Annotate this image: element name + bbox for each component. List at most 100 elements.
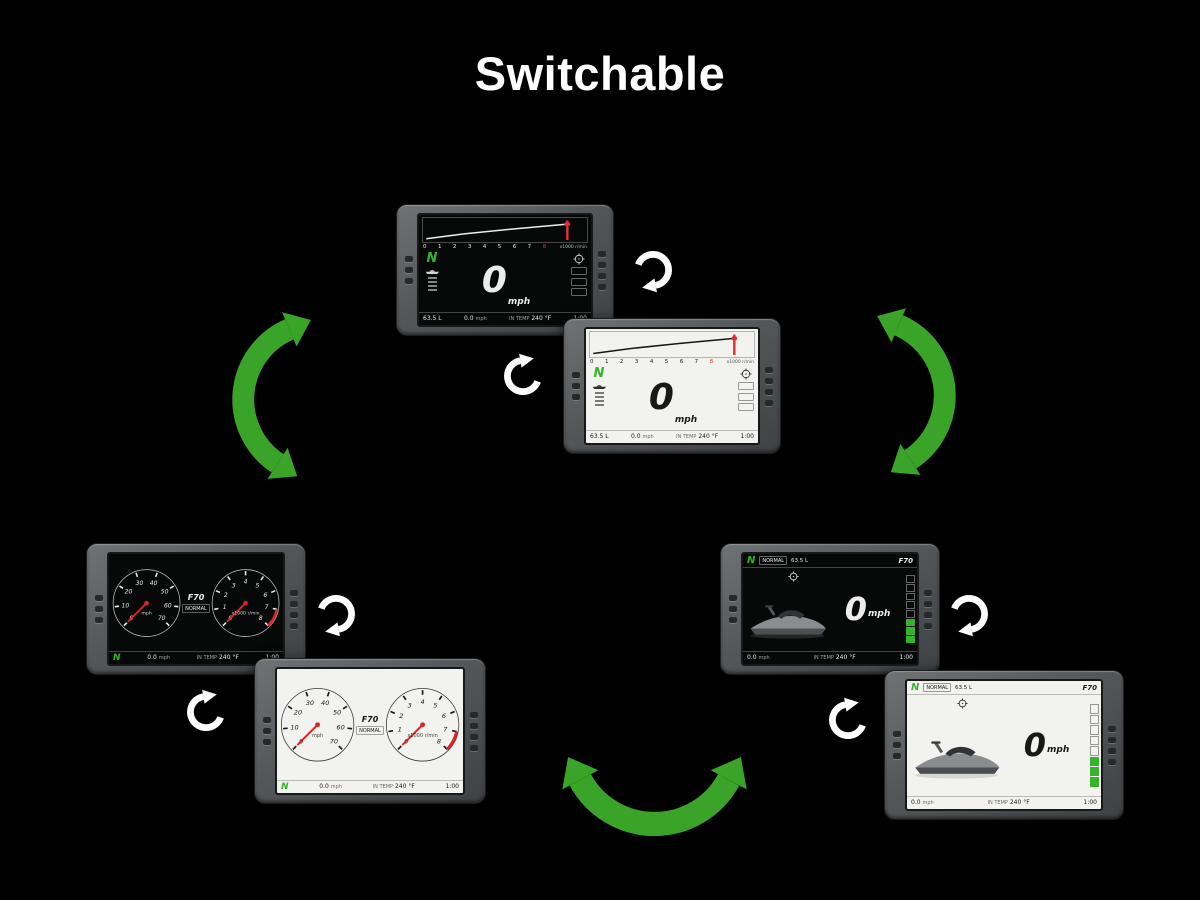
trim-indicator	[427, 276, 437, 292]
svg-text:mph: mph	[141, 610, 151, 616]
device-buttons-left	[402, 213, 415, 327]
fuel-level: 63.5 L	[791, 557, 809, 564]
top-bar: N NORMAL 63.5 L F70	[743, 554, 917, 568]
water-temp: IN TEMP 240 °F	[372, 783, 415, 790]
brand-logo: F70	[1082, 683, 1097, 692]
target-icon	[788, 571, 799, 582]
ride-mode: NORMAL	[923, 683, 952, 692]
menu-box	[738, 392, 754, 401]
device-buttons-left	[92, 552, 105, 666]
svg-text:5: 5	[255, 582, 259, 589]
tachometer-scale: 0 1 2 3 4 5 6 7 8 x1000 r/min	[423, 244, 587, 251]
trip-speed: 0.0 mph	[911, 799, 934, 806]
fuel-level: 63.5 L	[590, 433, 609, 440]
svg-text:7: 7	[443, 726, 448, 734]
ride-mode: NORMAL	[759, 556, 788, 565]
svg-text:50: 50	[333, 709, 341, 717]
device-screen: N NORMAL 63.5 L F70 0 mph 0.0 mph I	[741, 552, 919, 666]
svg-text:6: 6	[442, 712, 446, 720]
gear-indicator: N	[113, 652, 121, 663]
menu-box	[571, 267, 587, 276]
device-jetski-light: N NORMAL 63.5 L F70 0 mph 0.0 mph I	[884, 670, 1124, 820]
svg-text:40: 40	[321, 699, 329, 707]
page-title: Switchable	[474, 47, 726, 100]
device-buttons-left	[260, 667, 273, 795]
device-buttons-right	[467, 667, 480, 795]
svg-text:2: 2	[399, 712, 403, 720]
svg-text:70: 70	[330, 738, 338, 746]
status-bar: 0.0 mph IN TEMP 240 °F 1:00	[907, 796, 1101, 809]
tach-unit-label: x1000 r/min	[559, 244, 587, 250]
fuel-level: 63.5 L	[955, 684, 973, 691]
center-info: F70 NORMAL	[356, 715, 384, 735]
device-screen: N NORMAL 63.5 L F70 0 mph 0.0 mph I	[905, 679, 1103, 811]
svg-text:60: 60	[164, 602, 172, 609]
svg-text:70: 70	[158, 615, 166, 622]
svg-text:6: 6	[263, 592, 267, 599]
device-buttons-left	[569, 327, 582, 445]
svg-text:3: 3	[232, 582, 236, 589]
tachometer-scale: 0 1 2 3 4 5 6 7 8 x1000 r/min	[590, 359, 754, 366]
target-icon	[957, 698, 968, 709]
menu-box	[571, 288, 587, 297]
cycle-arrow-bottom	[552, 752, 757, 854]
trip-speed: 0.0 mph	[147, 654, 170, 661]
svg-text:1: 1	[223, 604, 227, 611]
clock: 1:00	[740, 433, 754, 440]
speed-history-chart	[422, 217, 588, 244]
water-temp: IN TEMP 240 °F	[987, 799, 1030, 806]
menu-box	[738, 403, 754, 412]
brand-logo: F70	[187, 593, 205, 602]
device-buttons-right	[595, 213, 608, 327]
gear-indicator: N	[593, 365, 605, 381]
status-bar: 63.5 L 0.0 mph IN TEMP 240 °F 1:00	[586, 430, 758, 443]
device-buttons-right	[287, 552, 300, 666]
svg-text:40: 40	[150, 580, 158, 587]
speed-readout: 0 mph	[1023, 726, 1070, 765]
svg-text:10: 10	[290, 724, 298, 732]
svg-text:3: 3	[407, 702, 411, 710]
gear-indicator: N	[281, 781, 289, 792]
svg-text:x1000 r/min: x1000 r/min	[407, 733, 437, 739]
trip-speed: 0.0 mph	[630, 433, 654, 440]
compass-icon	[573, 253, 585, 265]
svg-text:20: 20	[125, 589, 133, 596]
trip-speed: 0.0 mph	[463, 315, 487, 322]
svg-text:1: 1	[398, 726, 402, 734]
fuel-level: 63.5 L	[423, 315, 442, 322]
water-temp: IN TEMP 240 °F	[676, 433, 719, 440]
speed-readout: 0 mph	[844, 590, 891, 629]
svg-text:4: 4	[420, 698, 424, 706]
clock: 1:00	[445, 783, 459, 790]
jetski-icon	[425, 267, 440, 275]
fuel-bar-gauge	[906, 575, 915, 644]
water-temp: IN TEMP 240 °F	[196, 654, 239, 661]
gear-indicator: N	[747, 554, 756, 566]
svg-text:60: 60	[336, 724, 344, 732]
water-temp: IN TEMP 240 °F	[509, 315, 552, 322]
switch-arrow-right-1	[943, 586, 995, 642]
speed-readout: 0 mph	[648, 376, 698, 425]
svg-text:x1000 r/min: x1000 r/min	[231, 610, 259, 616]
svg-text:20: 20	[294, 709, 302, 717]
svg-text:8: 8	[437, 738, 441, 746]
speed-history-chart	[589, 331, 755, 359]
brand-logo: F70	[898, 556, 913, 565]
switch-arrow-top-1	[627, 242, 679, 298]
svg-text:mph: mph	[312, 733, 323, 739]
cycle-arrow-right	[871, 294, 980, 486]
gear-indicator: N	[426, 250, 438, 266]
menu-box	[738, 382, 754, 391]
clock: 1:00	[265, 655, 278, 661]
jetski-icon	[592, 382, 607, 390]
water-temp: IN TEMP 240 °F	[813, 654, 856, 661]
svg-text:8: 8	[259, 615, 263, 622]
cycle-arrow-left	[208, 298, 317, 490]
